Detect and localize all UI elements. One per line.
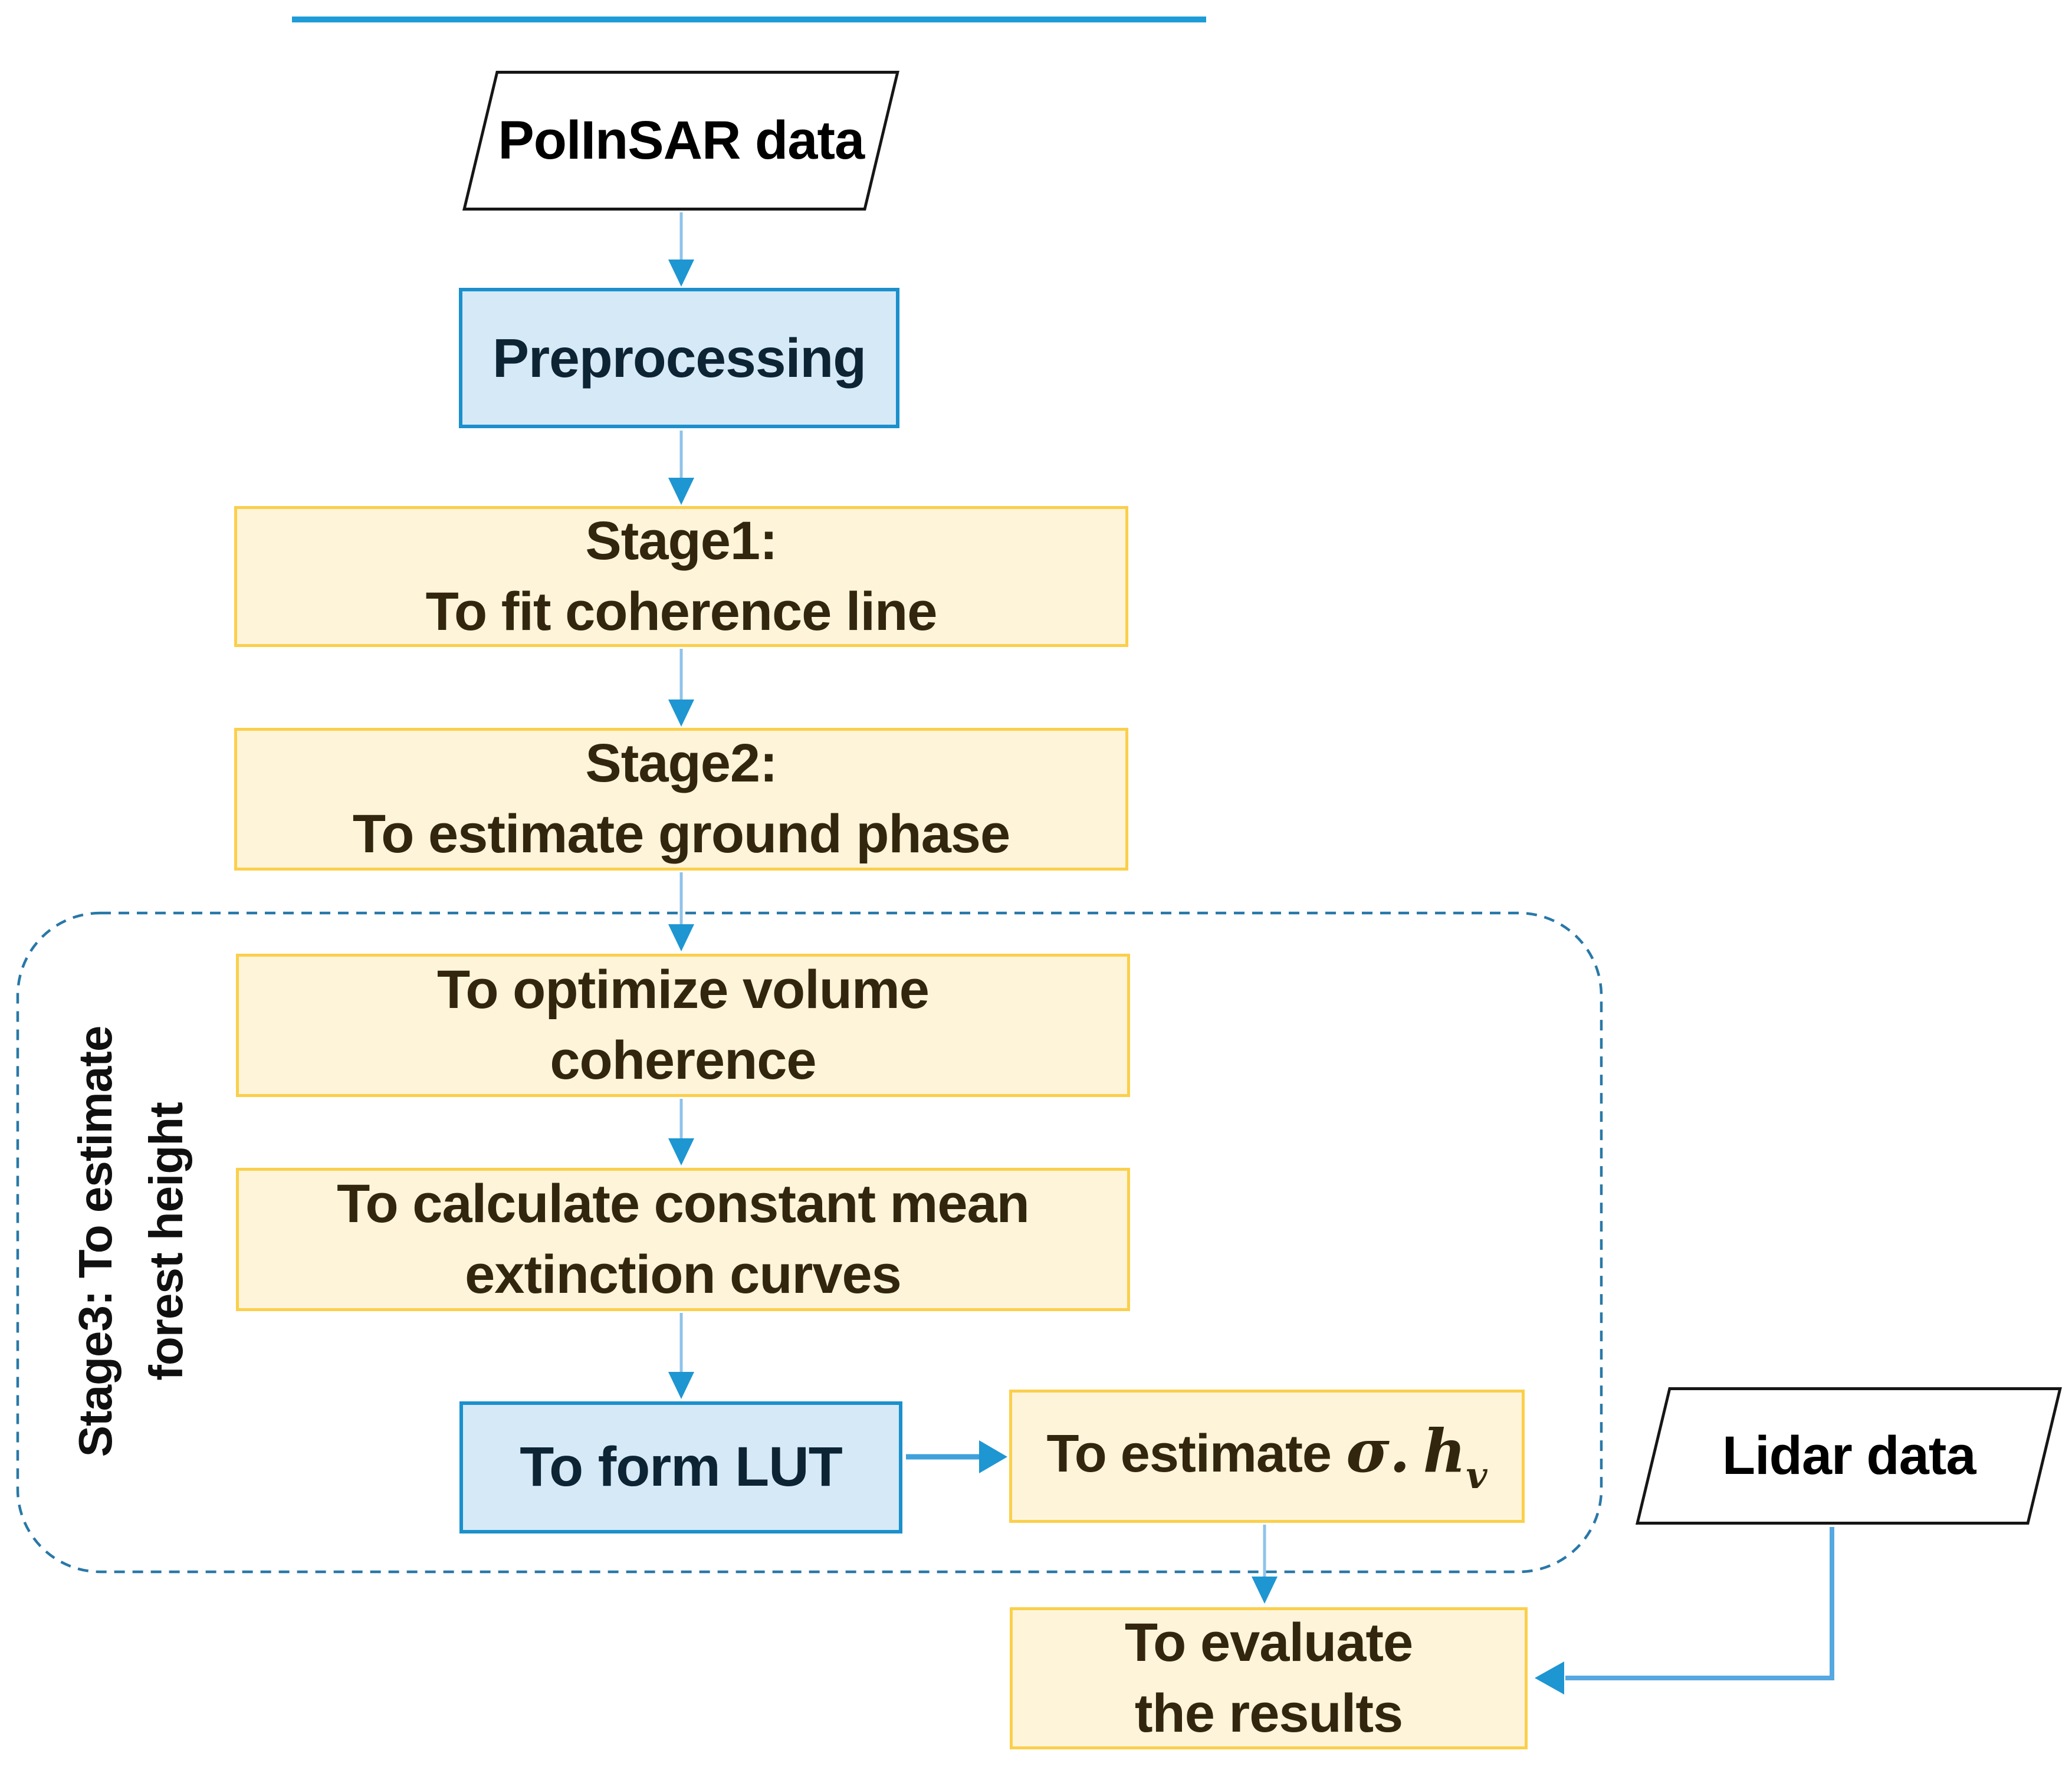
- arrow-stage2-to-optimize-head: [668, 924, 694, 951]
- node-polinsar-data-label: PolInSAR data: [498, 110, 864, 170]
- arrow-optimize-to-calculate-head: [668, 1138, 694, 1165]
- arrow-sigma-to-evaluate-head: [1252, 1577, 1278, 1604]
- arrow-polinsar-to-preprocessing-head: [668, 260, 694, 287]
- node-calculate-line2: extinction curves: [465, 1244, 902, 1305]
- formula-prefix: To estimate: [1046, 1424, 1332, 1484]
- node-lidar-data-label: Lidar data: [1722, 1425, 1976, 1486]
- node-lidar-data: Lidar data: [1636, 1387, 2062, 1525]
- sigma-symbol: σ.: [1346, 1416, 1410, 1486]
- node-stage1-line2: To fit coherence line: [425, 581, 938, 642]
- node-polinsar-data: PolInSAR data: [462, 71, 899, 211]
- h-subscript-v: v: [1466, 1454, 1487, 1498]
- arrow-calculate-to-lut-head: [668, 1372, 694, 1399]
- arrow-lidar-to-evaluate-shaft: [1565, 1527, 1834, 1680]
- node-evaluate-line2: the results: [1134, 1683, 1403, 1743]
- node-optimize-line1: To optimize volume: [437, 959, 930, 1020]
- node-evaluate-results: To evaluate the results: [1010, 1607, 1528, 1749]
- arrow-lut-to-sigma-head: [979, 1440, 1007, 1473]
- node-preprocessing-label: Preprocessing: [492, 327, 866, 389]
- node-evaluate-line1: To evaluate: [1124, 1612, 1413, 1673]
- stage3-label-line2: forest height: [140, 1102, 192, 1381]
- node-optimize-volume-coherence: To optimize volume coherence: [236, 954, 1130, 1097]
- arrow-lidar-to-evaluate-head: [1535, 1661, 1564, 1695]
- node-stage1: Stage1: To fit coherence line: [234, 506, 1128, 647]
- node-form-lut-label: To form LUT: [520, 1436, 843, 1499]
- node-form-lut: To form LUT: [459, 1401, 902, 1533]
- arrow-stage1-to-stage2-head: [668, 700, 694, 727]
- node-preprocessing: Preprocessing: [459, 288, 899, 428]
- arrow-preprocessing-to-stage1-head: [668, 478, 694, 505]
- node-stage1-line1: Stage1:: [585, 510, 777, 571]
- node-optimize-line2: coherence: [550, 1030, 816, 1091]
- node-stage2-line1: Stage2:: [585, 733, 777, 794]
- node-stage2: Stage2: To estimate ground phase: [234, 728, 1128, 871]
- node-calculate-extinction-curves: To calculate constant mean extinction cu…: [236, 1168, 1130, 1311]
- node-stage2-line2: To estimate ground phase: [352, 804, 1010, 864]
- h-symbol: h: [1423, 1416, 1466, 1486]
- stage3-container-label: Stage3: To estimate forest height: [58, 974, 203, 1509]
- node-calculate-line1: To calculate constant mean: [337, 1173, 1030, 1234]
- stage3-label-line1: Stage3: To estimate: [69, 1026, 122, 1457]
- top-accent-line: [292, 17, 1206, 22]
